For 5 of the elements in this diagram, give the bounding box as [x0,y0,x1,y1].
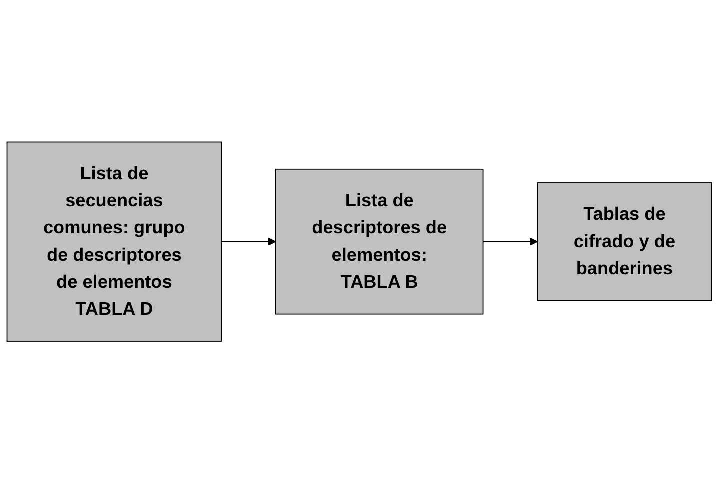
arrow [483,238,538,246]
node-box: Lista de secuencias comunes: grupo de descriptores de elementos TABLA D [6,141,222,342]
arrow [222,238,276,246]
node-box: Lista de descriptores de elementos: TABLA B [275,168,484,314]
node-box: Tablas de cifrado y de banderines [537,182,712,301]
